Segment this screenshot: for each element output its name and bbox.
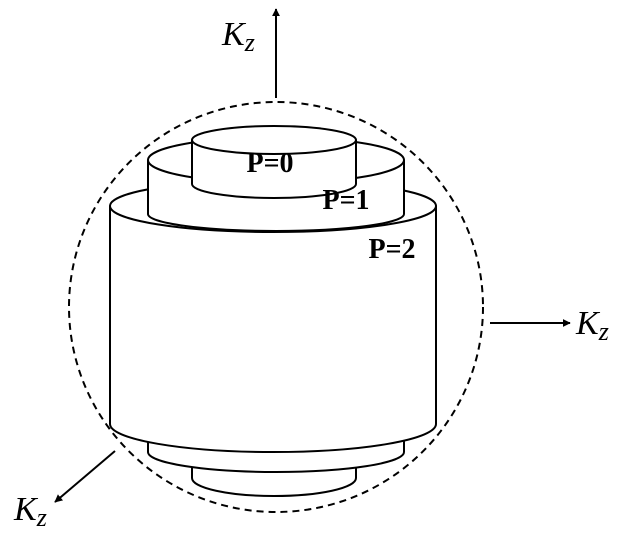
axis-label-top: Kz: [221, 16, 255, 57]
axis-label-right: Kz: [575, 305, 609, 346]
dashed-sphere: [68, 101, 484, 513]
axis-label-bottom-left: Kz: [13, 491, 47, 532]
cylinder-p2-body: [109, 205, 437, 453]
cylinder-p0-body: [191, 139, 357, 199]
label-p2: P=2: [368, 234, 415, 265]
label-p0: P=0: [246, 148, 293, 179]
cylinder-p0-top: [191, 125, 357, 155]
label-p1: P=1: [322, 185, 369, 216]
axis-arrow-bottom-left: [54, 450, 116, 503]
